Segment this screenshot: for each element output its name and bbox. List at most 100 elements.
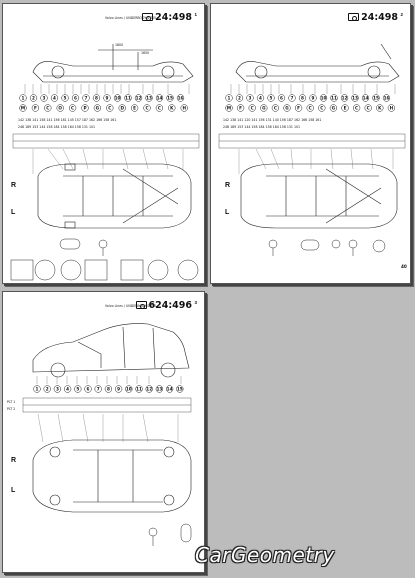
point-marker-label: C (71, 106, 74, 111)
point-marker (63, 385, 72, 393)
point-marker-label: 10 (321, 96, 327, 101)
point-marker-label: 6 (280, 96, 283, 101)
point-marker-label: 6 (87, 387, 90, 392)
point-marker (329, 104, 338, 112)
svg-text:142 138 141 120 141 156 131 14: 142 138 141 120 141 156 131 140 156 187 … (223, 118, 321, 122)
point-marker-label: 13 (146, 96, 152, 101)
svg-text:248 189 153 144 158 184 158 18: 248 189 153 144 158 184 158 184 158 131 … (18, 125, 95, 129)
page-subtitle: Volvo Lines / UNDERBODY STEEL (105, 16, 158, 20)
point-marker (277, 94, 286, 102)
point-marker (104, 385, 113, 393)
page-number: 1 (194, 12, 197, 17)
point-marker (309, 94, 317, 102)
point-marker-label: M (227, 106, 231, 111)
svg-text:1650: 1650 (141, 51, 149, 55)
point-marker (225, 104, 233, 112)
point-marker (74, 385, 82, 393)
point-marker-label: 2 (46, 387, 49, 392)
point-marker (155, 385, 164, 393)
point-marker (94, 385, 102, 393)
point-marker-label: 12 (146, 387, 152, 392)
point-marker-label: 1 (22, 96, 25, 101)
point-marker-label: F (297, 106, 300, 111)
point-marker-label: C (145, 106, 148, 111)
point-marker (168, 104, 176, 112)
point-marker (330, 94, 338, 102)
point-marker (382, 94, 391, 102)
point-marker-label: C (251, 106, 254, 111)
point-marker (82, 94, 90, 102)
point-marker-label: C (355, 106, 358, 111)
left-side-label: L (11, 487, 16, 494)
point-marker-label: C (108, 106, 111, 111)
point-marker-label: 3 (43, 96, 46, 101)
page-thumbnail-3[interactable]: Volvo Lines / UNDERBODY STEEL 624:496 3 … (2, 291, 205, 573)
right-side-label: R (11, 457, 17, 464)
point-marker-label: 3 (56, 387, 59, 392)
point-marker (130, 104, 139, 112)
point-marker (92, 94, 101, 102)
point-marker (180, 104, 188, 112)
point-marker-label: 15 (167, 96, 173, 101)
point-marker-label: 2 (32, 96, 35, 101)
page-number: 2 (400, 12, 403, 17)
point-marker (351, 94, 359, 102)
point-marker-label: 8 (95, 96, 98, 101)
point-marker (376, 104, 384, 112)
page-header: Volvo Lines / UNDERBODY STEEL 24:498 1 (9, 12, 200, 26)
point-marker (294, 104, 303, 112)
point-marker (113, 94, 122, 102)
point-marker (40, 94, 48, 102)
point-marker-label: H (390, 106, 394, 111)
point-marker-label: 11 (331, 96, 337, 101)
point-marker-label: 7 (85, 96, 88, 101)
point-marker (260, 104, 268, 112)
point-marker-label: 5 (270, 96, 273, 101)
point-marker (114, 385, 123, 393)
point-marker (319, 94, 328, 102)
page-thumbnail-1[interactable]: Volvo Lines / UNDERBODY STEEL 24:498 1 1… (2, 3, 205, 284)
point-marker (134, 94, 143, 102)
point-marker-label: G (332, 106, 336, 111)
svg-text:1800: 1800 (115, 43, 123, 47)
point-marker-label: 15 (373, 96, 379, 101)
point-marker-label: 5 (76, 387, 79, 392)
point-marker (145, 94, 153, 102)
point-marker (361, 94, 370, 102)
point-marker-label: 16 (384, 96, 390, 101)
point-marker (248, 104, 256, 112)
point-marker (71, 94, 80, 102)
camera-icon (142, 13, 154, 21)
point-marker (176, 94, 185, 102)
point-marker-label: C (320, 106, 323, 111)
point-marker-label: P (83, 106, 86, 111)
point-marker-label: O (58, 106, 62, 111)
point-marker (166, 94, 174, 102)
point-marker-label: E (344, 106, 347, 111)
point-marker (31, 104, 40, 112)
point-marker-label: G (96, 106, 100, 111)
point-marker (43, 385, 51, 393)
point-marker (283, 104, 291, 112)
point-marker (118, 104, 126, 112)
point-marker (341, 104, 349, 112)
point-marker (124, 94, 132, 102)
point-marker (19, 94, 27, 102)
point-marker-label: 11 (125, 96, 131, 101)
point-marker-label: 3 (249, 96, 252, 101)
point-marker-label: G (285, 106, 289, 111)
point-marker-label: M (21, 106, 25, 111)
point-marker-label: 9 (312, 96, 315, 101)
point-marker-label: K (170, 106, 174, 111)
point-marker (155, 104, 164, 112)
point-marker (29, 94, 38, 102)
point-marker-label: H (182, 106, 186, 111)
page-header: Volvo Lines / UNDERBODY STEEL 624:496 3 (9, 300, 200, 314)
point-marker (135, 385, 143, 393)
point-marker (56, 104, 64, 112)
point-marker-label: F (239, 106, 242, 111)
point-marker (53, 385, 62, 393)
point-marker (33, 385, 41, 393)
